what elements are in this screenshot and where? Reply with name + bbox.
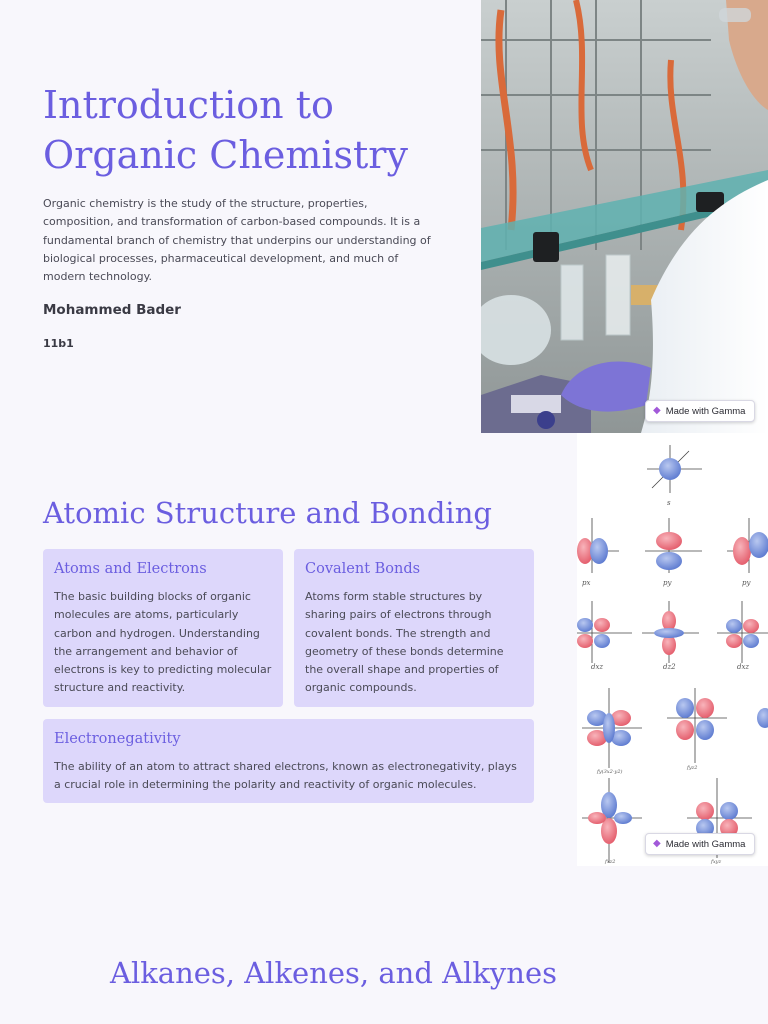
class-label: 11b1 — [43, 337, 74, 350]
intro-paragraph: Organic chemistry is the study of the st… — [43, 197, 431, 284]
orbital-label: dz2 — [663, 663, 676, 671]
made-with-gamma-badge[interactable]: ◆ Made with Gamma — [645, 833, 756, 855]
card-body: The basic building blocks of organic mol… — [54, 590, 272, 695]
gamma-logo-icon: ◆ — [653, 405, 661, 416]
orbital-label: fxyz — [710, 859, 721, 865]
atomic-structure-slide: Atomic Structure and Bonding Atoms and E… — [0, 433, 768, 868]
section-title: Alkanes, Alkenes, and Alkynes — [110, 956, 557, 990]
orbital-label: py — [663, 579, 672, 587]
card-heading: Covalent Bonds — [305, 561, 421, 577]
orbital-label: s — [667, 499, 671, 507]
author-name: Mohammed Bader — [43, 302, 181, 318]
orbital-label: fxz2 — [604, 859, 616, 865]
card-heading: Atoms and Electrons — [54, 561, 207, 577]
section-title: Atomic Structure and Bonding — [43, 496, 492, 530]
card-body: The ability of an atom to attract shared… — [54, 760, 517, 792]
lab-photo: ◆ Made with Gamma — [481, 0, 768, 433]
orbital-label: fy(3x2-y2) — [596, 768, 623, 775]
card-body: Atoms form stable structures by sharing … — [305, 590, 504, 695]
orbital-label: dxz — [737, 663, 749, 671]
badge-label: Made with Gamma — [665, 838, 746, 850]
title-slide: Introduction to Organic Chemistry Organi… — [0, 0, 768, 433]
orbital-shapes: px py py s dxz dz2 dxz fy(3x2-y2) fyz2 f… — [577, 445, 768, 865]
orbital-label: dxz — [591, 663, 603, 671]
orbital-label: fyz2 — [686, 765, 698, 771]
orbital-label: py — [742, 579, 751, 587]
hydrocarbons-slide: Alkanes, Alkenes, and Alkynes — [0, 868, 768, 1024]
card-heading: Electronegativity — [54, 731, 181, 747]
card-covalent-bonds: Covalent Bonds Atoms form stable structu… — [294, 549, 534, 707]
card-electronegativity: Electronegativity The ability of an atom… — [43, 719, 534, 803]
orbital-label: px — [582, 579, 590, 587]
lab-photo-illustration — [481, 0, 768, 433]
card-atoms-electrons: Atoms and Electrons The basic building b… — [43, 549, 283, 707]
gamma-logo-icon: ◆ — [653, 838, 661, 849]
orbital-diagram-image: px py py s dxz dz2 dxz fy(3x2-y2) fyz2 f… — [577, 433, 768, 866]
slide-title: Introduction to Organic Chemistry — [43, 83, 408, 177]
made-with-gamma-badge[interactable]: ◆ Made with Gamma — [645, 400, 756, 422]
badge-label: Made with Gamma — [665, 405, 746, 417]
